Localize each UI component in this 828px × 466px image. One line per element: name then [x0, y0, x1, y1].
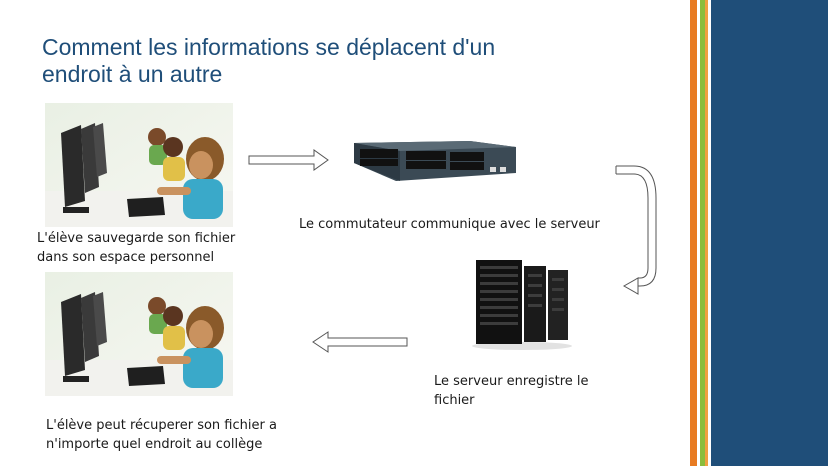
arrow-left [312, 330, 408, 354]
network-switch-photo [350, 137, 520, 185]
caption-student-save-line-2: dans son espace personnel [37, 250, 215, 265]
sidebar-navy [711, 0, 828, 466]
caption-student-retrieve: L'élève peut récuperer son fichier a n'i… [46, 416, 277, 454]
caption-student-retrieve-line-2: n'importe quel endroit au collège [46, 437, 263, 452]
curved-arrow-down [612, 158, 662, 300]
students-photo-bottom [45, 272, 233, 396]
server-rack-photo [468, 256, 576, 352]
stripe-white-2 [708, 0, 711, 466]
caption-switch: Le commutateur communique avec le serveu… [299, 215, 600, 234]
caption-student-save-line-1: L'élève sauvegarde son fichier [37, 231, 236, 246]
students-photo-top [45, 103, 233, 227]
caption-server: Le serveur enregistre le fichier [434, 372, 589, 410]
stripe-orange [690, 0, 697, 466]
arrow-right [248, 148, 330, 172]
caption-student-retrieve-line-1: L'élève peut récuperer son fichier a [46, 418, 277, 433]
slide-title: Comment les informations se déplacent d'… [42, 34, 602, 88]
stripe-orange-thin [705, 0, 708, 466]
caption-switch-text: Le commutateur communique avec le serveu… [299, 217, 600, 232]
title-line-2: endroit à un autre [42, 61, 223, 87]
caption-server-line-2: fichier [434, 393, 475, 408]
title-line-1: Comment les informations se déplacent d'… [42, 34, 496, 60]
caption-server-line-1: Le serveur enregistre le [434, 374, 589, 389]
caption-student-save: L'élève sauvegarde son fichier dans son … [37, 229, 235, 267]
stripe-green [700, 0, 705, 466]
stripe-white [697, 0, 700, 466]
